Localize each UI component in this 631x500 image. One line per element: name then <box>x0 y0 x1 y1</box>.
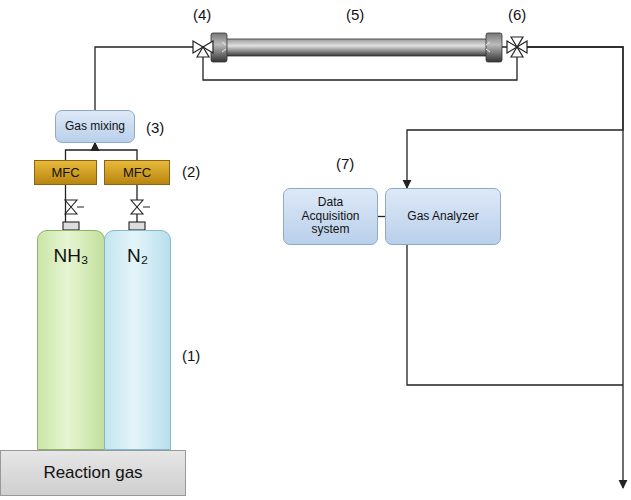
callout-number: (6) <box>508 6 526 23</box>
callout-number: (5) <box>346 6 364 23</box>
three-way-valve <box>193 41 213 57</box>
gas-supply-base: Reaction gas <box>0 450 186 496</box>
exhaust-line <box>407 245 623 385</box>
node-text: MFC <box>123 165 151 180</box>
callout-number: (4) <box>193 6 211 23</box>
mass-flow-controller: MFC <box>104 160 170 185</box>
callout-number: (2) <box>182 163 200 180</box>
gas-line <box>95 47 623 188</box>
mass-flow-controller: MFC <box>34 160 97 185</box>
three-way-valve <box>507 37 527 57</box>
callout-number: (1) <box>182 347 200 364</box>
outlet-line <box>524 47 623 488</box>
node-text: MFC <box>51 165 79 180</box>
node-text: Gas mixing <box>65 120 125 134</box>
callout-number: (7) <box>336 155 354 172</box>
cylinder-valve <box>63 200 150 230</box>
mixing-box: Gas mixing <box>55 110 135 143</box>
gas-line <box>95 143 137 160</box>
node-text: NH₃ <box>53 245 88 267</box>
node-text: Data Acquisition system <box>288 196 373 237</box>
node-text: N₂ <box>127 245 148 267</box>
gas-cylinder: NH₃ <box>37 230 105 450</box>
reactor-tube <box>211 33 502 62</box>
gas-line <box>378 216 385 217</box>
node-text: Gas Analyzer <box>407 210 478 224</box>
data-acquisition-box: Data Acquisition system <box>283 188 378 245</box>
callout-number: (3) <box>146 119 164 136</box>
gas-line <box>66 143 96 160</box>
gas-cylinder: N₂ <box>104 230 171 450</box>
node-text: Reaction gas <box>43 463 142 483</box>
gas-analyzer-box: Gas Analyzer <box>385 188 501 245</box>
